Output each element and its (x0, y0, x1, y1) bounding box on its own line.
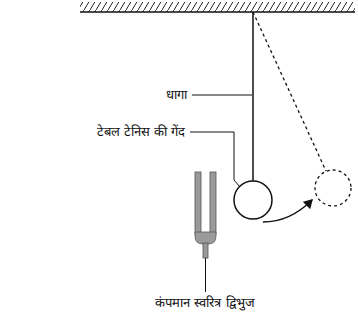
thread (252, 12, 254, 181)
leader-lines (190, 95, 252, 292)
displaced-ball (315, 170, 351, 206)
ceiling (80, 2, 355, 12)
motion-arrow (263, 200, 312, 222)
displaced-thread (253, 12, 326, 171)
thread-label: धागा (165, 87, 188, 103)
tuning-fork-label: कंपमान स्वरित्र द्विभुज (154, 295, 255, 311)
ball-label: टेबल टेनिस की गेंद (96, 124, 186, 140)
tuning-fork (195, 172, 216, 258)
